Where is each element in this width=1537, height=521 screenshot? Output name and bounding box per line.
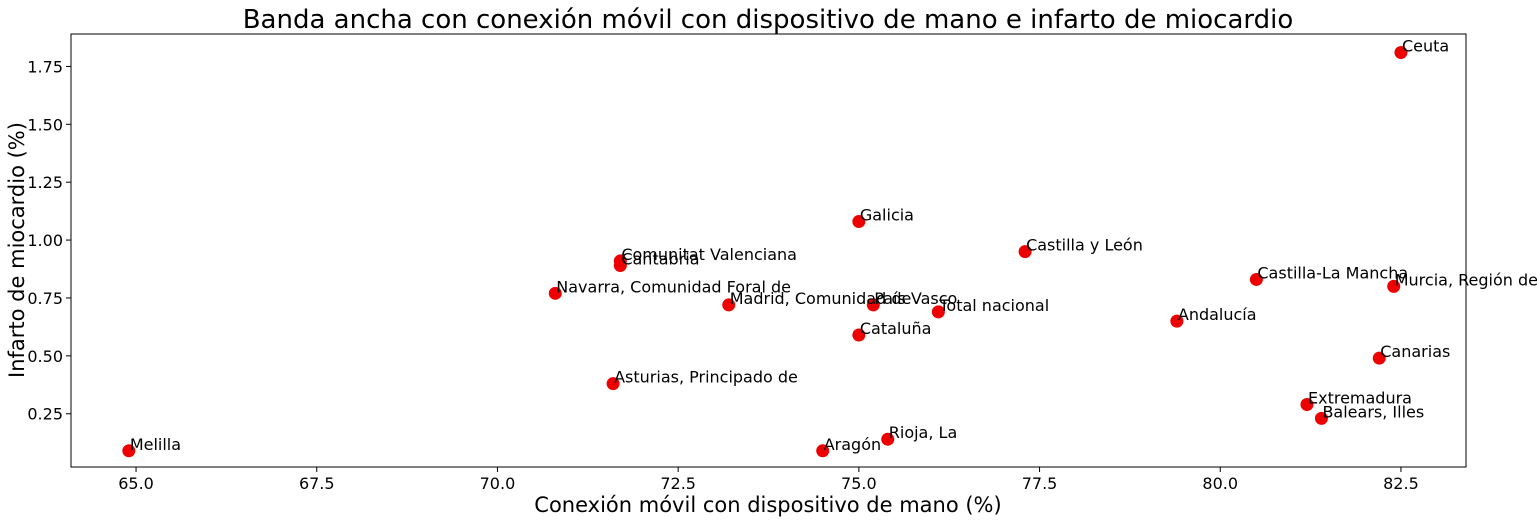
y-tick-label: 1.00 xyxy=(27,231,63,250)
data-point xyxy=(866,298,880,312)
data-point-label: Canarias xyxy=(1380,342,1450,361)
x-axis: 65.0 67.5 70.0 72.5 75.0 77.5 80.0 82.5 xyxy=(118,467,1419,493)
x-tick-label: 70.0 xyxy=(480,474,516,493)
data-point-label: Asturias, Principado de xyxy=(614,368,798,387)
data-point xyxy=(881,432,895,446)
x-axis-label: Conexión móvil con dispositivo de mano (… xyxy=(534,493,1001,517)
data-point-label: País Vasco xyxy=(874,289,957,308)
data-point-label: Madrid, Comunidad de xyxy=(730,289,912,308)
data-point-label: Total nacional xyxy=(938,296,1049,315)
data-point-label: Aragón xyxy=(824,435,881,454)
chart-title: Banda ancha con conexión móvil con dispo… xyxy=(243,5,1294,35)
data-point xyxy=(613,259,627,273)
data-point xyxy=(1170,314,1184,328)
data-point xyxy=(1300,397,1314,411)
x-tick-label: 75.0 xyxy=(841,474,877,493)
data-point xyxy=(1314,411,1328,425)
data-point-label: Navarra, Comunidad Foral de xyxy=(556,277,791,296)
data-point xyxy=(852,328,866,342)
plot-area xyxy=(70,33,1467,468)
data-point xyxy=(1249,272,1263,286)
data-point-label: Balears, Illes xyxy=(1322,402,1424,421)
x-tick-label: 82.5 xyxy=(1383,474,1419,493)
data-point xyxy=(1372,351,1386,365)
data-point xyxy=(1387,279,1401,293)
data-point xyxy=(931,305,945,319)
data-point-label: Galicia xyxy=(860,206,914,225)
y-tick-label: 0.50 xyxy=(27,347,63,366)
y-tick-label: 1.75 xyxy=(27,57,63,76)
y-tick-label: 0.75 xyxy=(27,289,63,308)
data-point xyxy=(852,215,866,229)
data-point xyxy=(1018,245,1032,259)
data-point-label: Comunitat Valenciana xyxy=(621,245,797,264)
y-axis: 0.25 0.50 0.75 1.00 1.25 1.50 1.75 xyxy=(27,57,71,424)
data-point-label: Ceuta xyxy=(1402,37,1449,56)
data-point xyxy=(1394,46,1408,60)
data-point-label: Murcia, Región de xyxy=(1395,270,1537,289)
data-point xyxy=(722,298,736,312)
data-point-label: Extremadura xyxy=(1308,388,1412,407)
x-tick-label: 80.0 xyxy=(1202,474,1238,493)
y-axis-label: Infarto de miocardio (%) xyxy=(5,122,29,378)
data-point xyxy=(122,444,136,458)
x-tick-label: 67.5 xyxy=(299,474,335,493)
y-tick-label: 0.25 xyxy=(27,405,63,424)
data-points xyxy=(122,46,1408,458)
data-point-label: Melilla xyxy=(130,435,181,454)
data-point xyxy=(606,377,620,391)
x-tick-label: 77.5 xyxy=(1022,474,1058,493)
data-point-label: Castilla y León xyxy=(1026,236,1143,255)
data-point xyxy=(816,444,830,458)
data-point-label: Castilla-La Mancha xyxy=(1257,263,1408,282)
data-point-label: Cantabria xyxy=(621,250,699,269)
data-point-label: Rioja, La xyxy=(889,423,958,442)
data-point-label: Cataluña xyxy=(860,319,932,338)
data-point-label: Andalucía xyxy=(1178,305,1257,324)
y-tick-label: 1.50 xyxy=(27,115,63,134)
data-point xyxy=(548,286,562,300)
y-tick-label: 1.25 xyxy=(27,173,63,192)
x-tick-label: 65.0 xyxy=(118,474,154,493)
x-tick-label: 72.5 xyxy=(660,474,696,493)
